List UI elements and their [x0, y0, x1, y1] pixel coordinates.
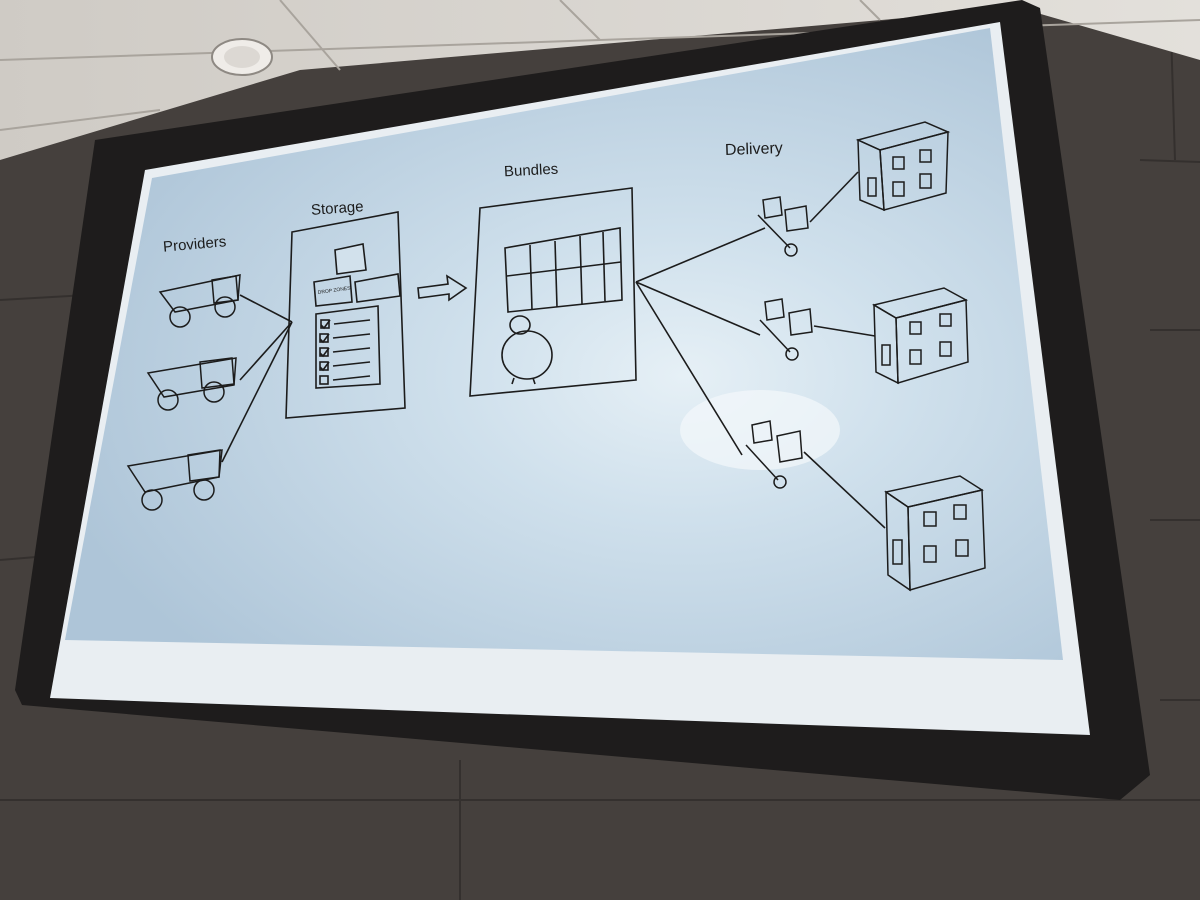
- bundles-panel: [469, 187, 637, 397]
- hand-cart-icon: [745, 420, 803, 489]
- building-icon: [872, 287, 969, 385]
- building-icon: [884, 475, 986, 592]
- ceiling: [0, 0, 1200, 160]
- flow-lines: [221, 171, 886, 529]
- hand-cart-icon: [759, 298, 813, 361]
- hand-cart-icon: [757, 196, 809, 257]
- building-icon: [855, 121, 951, 212]
- projector-hotspot: [680, 390, 840, 470]
- storage-panel: [285, 211, 406, 419]
- truck-icon: [158, 274, 241, 328]
- box-label: DROP ZONES: [317, 285, 351, 296]
- projected-slide: [65, 28, 1063, 660]
- storage-label: Storage: [310, 198, 365, 219]
- flow-arrow: [417, 274, 468, 302]
- truck-icon: [146, 357, 237, 411]
- delivery-label: Delivery: [724, 139, 784, 160]
- truck-icon: [126, 449, 223, 511]
- bundles-label: Bundles: [503, 160, 559, 181]
